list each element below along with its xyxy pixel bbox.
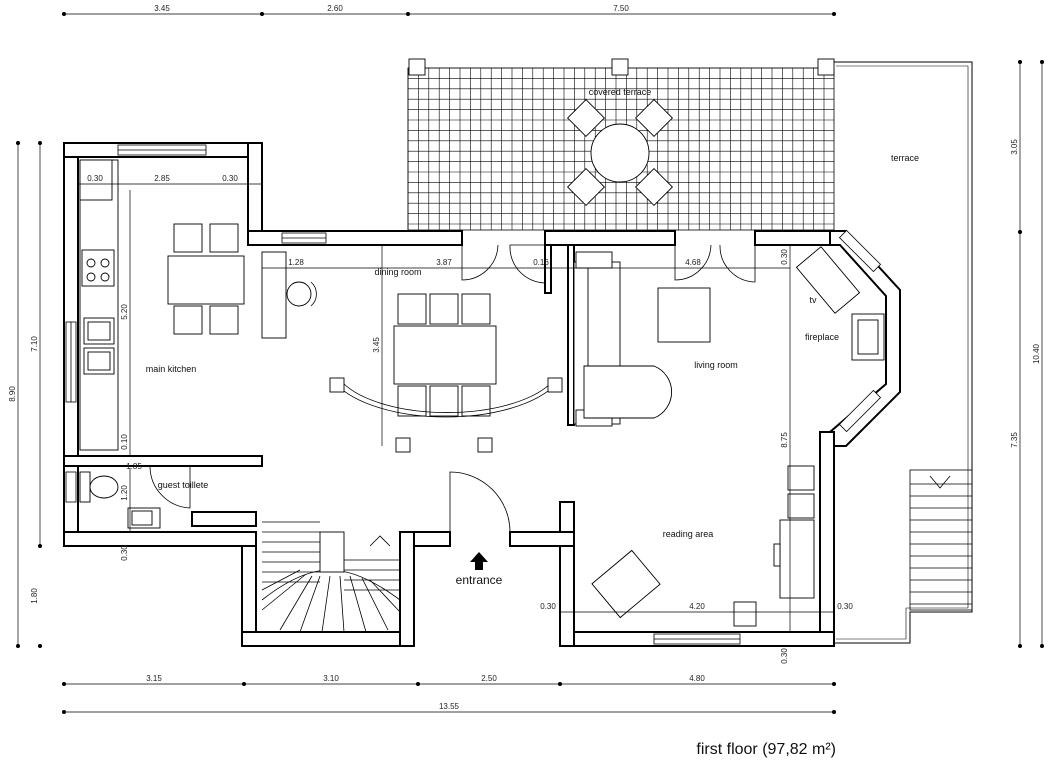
terrace-doors (461, 244, 756, 284)
dim-living-w: 4.68 (685, 258, 701, 267)
partitions (544, 244, 575, 426)
label-dining-room: dining room (374, 267, 421, 277)
dim-kitchen-w2: 2.85 (154, 174, 170, 183)
dim-kitchen-w3: 0.30 (222, 174, 238, 183)
terrace-table-set (566, 98, 674, 207)
dim-kitchen-h: 5.20 (120, 304, 129, 320)
dimension-ticks (16, 12, 1044, 714)
dim-reading-l: 0.30 (540, 602, 556, 611)
dim-dining-c: 0.16 (533, 258, 549, 267)
label-terrace: terrace (891, 153, 919, 163)
dim-top-3: 7.50 (613, 4, 629, 13)
label-reading-area: reading area (663, 529, 714, 539)
dim-reading-b: 0.30 (780, 648, 789, 664)
dimension-lines (17, 13, 1043, 713)
dim-left-inner-top: 7.10 (30, 336, 39, 352)
dim-left-inner-bottom: 1.80 (30, 588, 39, 604)
dimension-labels: 3.45 2.60 7.50 3.15 3.10 2.50 4.80 13.55… (8, 4, 1041, 711)
dim-overall: 13.55 (439, 702, 460, 711)
dim-dining-a: 1.28 (288, 258, 304, 267)
dim-top-2: 2.60 (327, 4, 343, 13)
dim-toilet-h: 1.20 (120, 485, 129, 501)
dim-dining-h: 3.45 (372, 337, 381, 353)
dim-living-wall: 0.30 (780, 249, 789, 265)
label-guest-toilet: guest toillete (158, 480, 209, 490)
dim-toilet-w: 1.85 (126, 462, 142, 471)
dim-bottom-2: 3.10 (323, 674, 339, 683)
dim-living-h: 8.75 (780, 432, 789, 448)
toilet-fixtures (79, 465, 191, 529)
kitchen-counter (79, 159, 119, 451)
room-labels: covered terrace terrace dining room main… (146, 87, 919, 587)
dim-bottom-3: 2.50 (481, 674, 497, 683)
entrance-door (449, 471, 511, 570)
kitchen-table-set (167, 223, 245, 335)
living-furniture (573, 246, 885, 627)
plan-title: first floor (97,82 m²) (696, 741, 836, 758)
dim-reading-r: 0.30 (837, 602, 853, 611)
dim-reading-w: 4.20 (689, 602, 705, 611)
label-main-kitchen: main kitchen (146, 364, 197, 374)
dim-top-1: 3.45 (154, 4, 170, 13)
dim-kitchen-gap: 0.10 (120, 434, 129, 450)
label-entrance: entrance (456, 573, 503, 587)
exterior-walls (63, 142, 901, 647)
main-stairs (261, 521, 401, 633)
dim-right-total: 10.40 (1032, 343, 1041, 364)
dim-right-bottom: 7.35 (1010, 432, 1019, 448)
dining-furniture (261, 251, 563, 453)
label-living-room: living room (694, 360, 738, 370)
terrace-outline (834, 61, 973, 644)
windows (65, 144, 882, 645)
terrace-posts (408, 58, 835, 76)
dim-left-outer: 8.90 (8, 386, 17, 402)
label-tv: tv (809, 295, 817, 305)
dim-kitchen-w1: 0.30 (87, 174, 103, 183)
dim-bottom-4: 4.80 (689, 674, 705, 683)
dim-toilet-wall: 0.30 (120, 545, 129, 561)
dim-dining-b: 3.87 (436, 258, 452, 267)
label-fireplace: fireplace (805, 332, 839, 342)
dim-right-top: 3.05 (1010, 139, 1019, 155)
dim-bottom-1: 3.15 (146, 674, 162, 683)
label-covered-terrace: covered terrace (589, 87, 652, 97)
